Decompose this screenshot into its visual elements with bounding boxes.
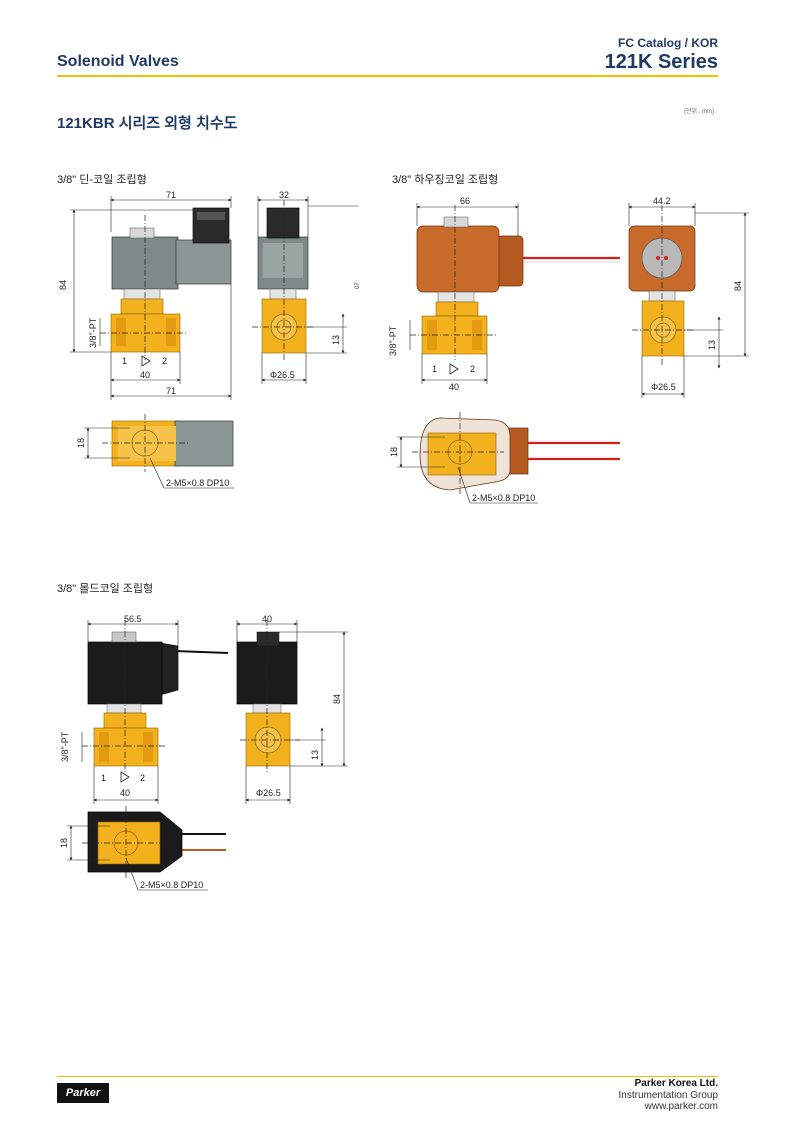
housing-side-view	[628, 203, 749, 398]
din-dim-width-top: 71	[166, 190, 176, 200]
housing-dim-height: 84	[733, 281, 743, 291]
mold-dim-height: 84	[332, 694, 342, 704]
mold-dim-side-offset: 13	[310, 750, 320, 760]
din-dim-height: 84	[58, 280, 68, 290]
mold-port-2: 2	[140, 773, 145, 783]
housing-dim-body: 40	[449, 382, 459, 392]
mold-dim-port: 3/8"-PT	[60, 731, 70, 762]
footer-company: Parker Korea Ltd.	[634, 1078, 718, 1089]
housing-plan-view	[397, 412, 620, 504]
din-front-view	[70, 196, 232, 400]
housing-figure-title: 3/8" 하우징코일 조립형	[392, 174, 499, 186]
mold-dim-width-top: 56.5	[124, 614, 142, 624]
din-dim-width-bottom: 71	[166, 386, 176, 396]
mold-plan-view	[67, 806, 226, 891]
din-figure-title: 3/8" 딘-코일 조립형	[57, 174, 147, 186]
housing-plan-note: 2-M5×0.8 DP10	[472, 493, 535, 503]
din-dim-side-offset: 13	[331, 335, 341, 345]
din-dim-small: 07	[355, 282, 361, 289]
housing-dim-side-width: 44.2	[653, 196, 671, 206]
housing-front-view	[409, 203, 620, 384]
parker-logo: Parker	[57, 1083, 109, 1103]
housing-dim-plan-height: 18	[389, 447, 399, 457]
housing-dim-diameter: Φ26.5	[651, 382, 676, 392]
catalog-label: FC Catalog / KOR	[617, 36, 718, 50]
mold-dim-side-width: 40	[262, 614, 272, 624]
housing-dim-side-offset: 13	[707, 340, 717, 350]
footer-website[interactable]: www.parker.com	[644, 1101, 718, 1112]
section-name: Solenoid Valves	[57, 53, 179, 70]
header-divider	[57, 75, 718, 77]
din-dim-plan-height: 18	[76, 438, 86, 448]
din-dim-body: 40	[140, 370, 150, 380]
mold-figure-title: 3/8" 몰드코일 조립형	[57, 583, 154, 595]
mold-dim-body: 40	[120, 788, 130, 798]
mold-dim-diameter: Φ26.5	[256, 788, 281, 798]
housing-port-2: 2	[470, 364, 475, 374]
mold-port-1: 1	[101, 773, 106, 783]
din-dim-diameter: Φ26.5	[270, 370, 295, 380]
din-plan-view	[84, 414, 234, 489]
mold-front-view	[81, 620, 229, 804]
series-title: 121K Series	[604, 51, 718, 73]
mold-plan-note: 2-M5×0.8 DP10	[140, 880, 203, 890]
unit-note: (단위 : mm)	[683, 109, 714, 115]
din-dim-side-width: 32	[279, 190, 289, 200]
housing-port-1: 1	[432, 364, 437, 374]
mold-dim-plan-height: 18	[59, 838, 69, 848]
mold-side-view	[236, 620, 348, 804]
din-side-view	[252, 196, 358, 384]
din-port-2: 2	[162, 356, 167, 366]
housing-dim-width-top: 66	[460, 196, 470, 206]
din-plan-note: 2-M5×0.8 DP10	[166, 478, 229, 488]
din-dim-port: 3/8"-PT	[88, 317, 98, 348]
housing-dim-port: 3/8"-PT	[388, 325, 398, 356]
din-port-1: 1	[122, 356, 127, 366]
footer-group: Instrumentation Group	[618, 1090, 719, 1101]
page-title: 121KBR 시리즈 외형 치수도	[57, 115, 238, 132]
footer-divider	[57, 1076, 718, 1077]
